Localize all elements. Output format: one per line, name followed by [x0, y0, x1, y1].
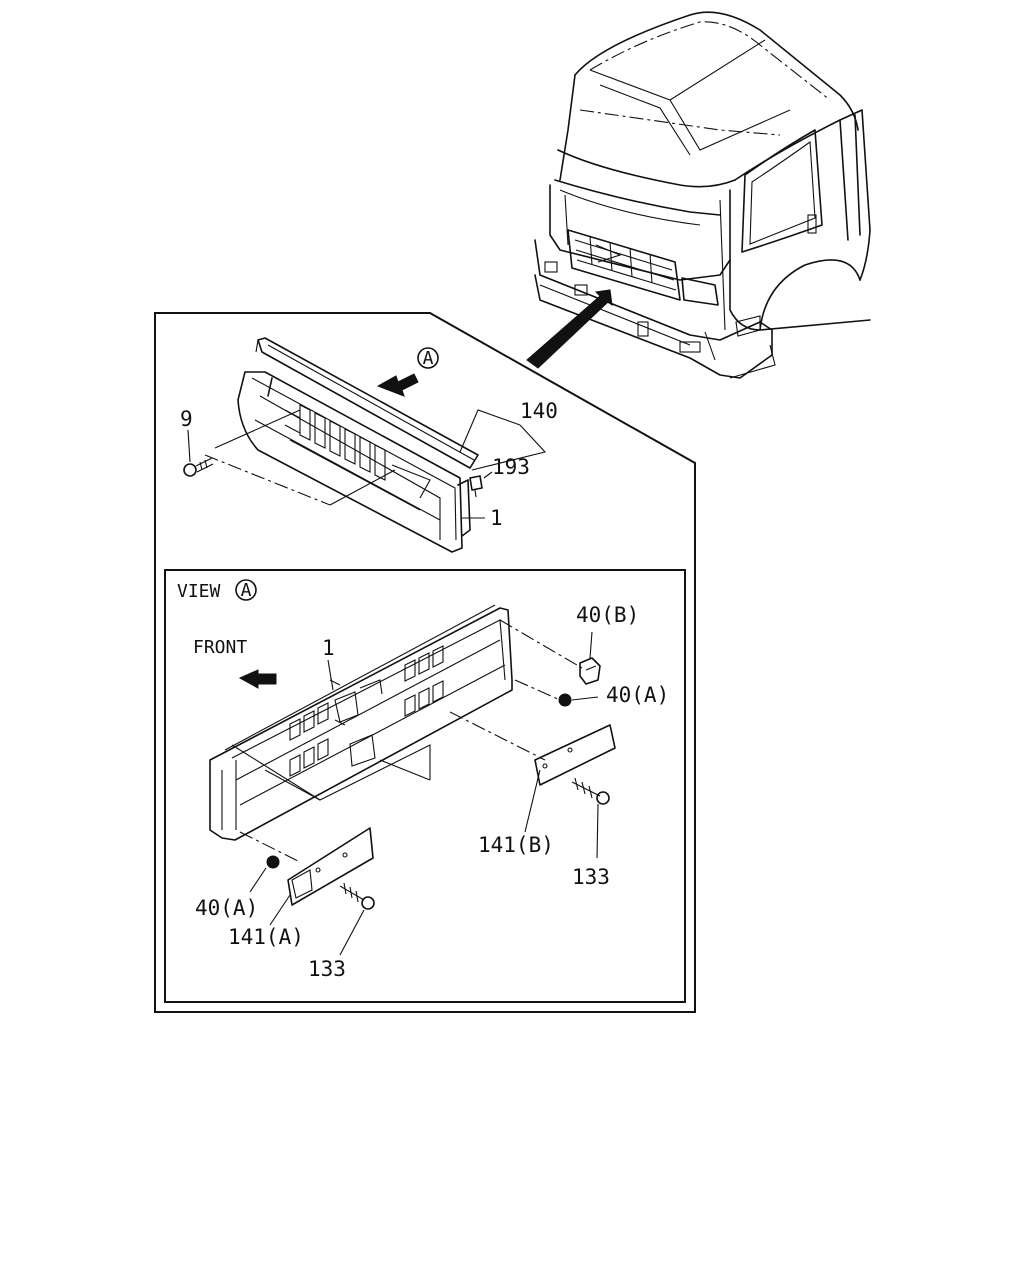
- callout-133-right: 133: [572, 865, 610, 889]
- callout-141b: 141(B): [478, 833, 554, 857]
- view-title-circle: [235, 579, 257, 601]
- front-arrow: [238, 669, 277, 689]
- cab-grille: [567, 229, 681, 301]
- callout-40a-left: 40(A): [195, 896, 258, 920]
- view-a-frame: [164, 569, 686, 1003]
- callout-9: 9: [180, 407, 193, 431]
- screw-133-left: [339, 882, 375, 956]
- clip-40b: [579, 631, 601, 685]
- grille-assembly-view-a: [209, 604, 616, 956]
- callout-40b: 40(B): [576, 603, 639, 627]
- callout-140: 140: [520, 399, 558, 423]
- callout-40a-right: 40(A): [606, 683, 669, 707]
- callout-133-left: 133: [308, 957, 346, 981]
- bolt-9: [183, 429, 214, 477]
- view-marker-circle: [417, 347, 439, 369]
- callout-1-view: 1: [322, 636, 335, 660]
- clip-193: [469, 471, 493, 498]
- view-title: VIEW: [177, 581, 221, 602]
- callout-141a: 141(A): [228, 925, 304, 949]
- screw-133-right: [571, 777, 610, 859]
- view-title-letter: A: [241, 580, 252, 601]
- callout-193: 193: [492, 455, 530, 479]
- front-label: FRONT: [193, 637, 247, 658]
- grille-assembly-top: [183, 337, 547, 553]
- plate-141b: [524, 724, 616, 833]
- truck-cab-illustration: [526, 11, 871, 379]
- callout-1-top: 1: [490, 506, 503, 530]
- view-marker-label: A: [423, 348, 434, 369]
- outer-frame: [154, 312, 696, 1013]
- nut-40a-left: [249, 855, 280, 893]
- view-direction-arrow: [376, 373, 419, 397]
- plate-141a: [269, 827, 374, 926]
- nut-40a-right: [558, 693, 599, 707]
